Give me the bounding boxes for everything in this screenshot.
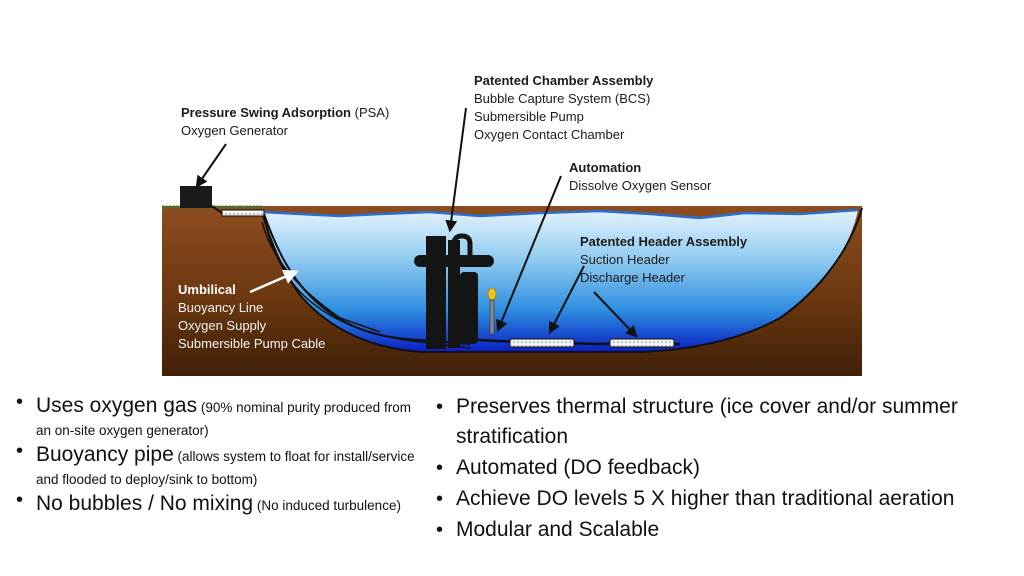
chamber-left-column xyxy=(426,236,446,349)
chamber-title: Patented Chamber Assembly xyxy=(474,73,654,88)
arrow-discharge-header xyxy=(593,291,638,338)
bullet-no-bubbles: No bubbles / No mixing (No induced turbu… xyxy=(16,490,416,518)
chamber-line2: Submersible Pump xyxy=(474,109,584,124)
left-bullet-list: Uses oxygen gas (90% nominal purity prod… xyxy=(16,392,416,518)
bullet-do-levels: Achieve DO levels 5 X higher than tradit… xyxy=(436,484,996,514)
do-sensor-stem xyxy=(489,299,495,335)
arrow-umbilical xyxy=(249,269,299,294)
umbilical-line2: Oxygen Supply xyxy=(178,318,267,333)
bullet-modular: Modular and Scalable xyxy=(436,515,996,545)
automation-label: Automation Dissolve Oxygen Sensor xyxy=(569,159,711,195)
umbilical-label: Umbilical Buoyancy Line Oxygen Supply Su… xyxy=(178,281,325,353)
right-bullet-list: Preserves thermal structure (ice cover a… xyxy=(436,392,996,546)
bullet-main: No bubbles / No mixing xyxy=(36,492,254,515)
psa-line1: Oxygen Generator xyxy=(181,123,288,138)
automation-title: Automation xyxy=(569,160,642,175)
lake-water xyxy=(262,210,858,352)
bullet-buoyancy-pipe: Buoyancy pipe (allows system to float fo… xyxy=(16,441,416,490)
bullet-note: (No induced turbulence) xyxy=(253,498,401,513)
bullet-main: Buoyancy pipe xyxy=(36,443,174,466)
bullet-thermal-structure: Preserves thermal structure (ice cover a… xyxy=(436,392,996,452)
chamber-mid-column xyxy=(448,240,460,348)
lake-oxygenation-diagram xyxy=(162,107,863,376)
header-title: Patented Header Assembly xyxy=(580,234,748,249)
chamber-line1: Bubble Capture System (BCS) xyxy=(474,91,651,106)
bullet-note: (90% nominal purity produced from an on-… xyxy=(36,400,411,438)
discharge-header xyxy=(609,338,675,348)
arrow-suction-header xyxy=(548,265,585,335)
chamber-pipe-hook xyxy=(451,233,473,264)
arrow-automation xyxy=(496,175,562,333)
chamber-label: Patented Chamber Assembly Bubble Capture… xyxy=(474,72,653,144)
arrow-chamber xyxy=(445,107,467,233)
arrow-psa xyxy=(195,143,227,188)
bullet-automated: Automated (DO feedback) xyxy=(436,453,996,483)
psa-title: Pressure Swing Adsorption xyxy=(181,105,351,120)
psa-label: Pressure Swing Adsorption (PSA) Oxygen G… xyxy=(181,104,389,140)
automation-line1: Dissolve Oxygen Sensor xyxy=(569,178,712,193)
shore-pipe xyxy=(221,209,265,217)
umbilical-line-top xyxy=(211,205,223,214)
header-line2: Discharge Header xyxy=(580,270,685,285)
suction-header xyxy=(509,338,575,348)
psa-suffix: (PSA) xyxy=(351,105,390,120)
umbilical-line-inner xyxy=(263,215,471,349)
bullet-main: Uses oxygen gas xyxy=(36,394,198,417)
chamber-line3: Oxygen Contact Chamber xyxy=(474,127,625,142)
header-line1: Suction Header xyxy=(580,252,670,267)
psa-generator-box xyxy=(180,186,212,208)
header-label: Patented Header Assembly Suction Header … xyxy=(580,233,747,287)
submersible-pump xyxy=(460,272,478,344)
bullet-note: (allows system to float for install/serv… xyxy=(36,449,415,487)
umbilical-line1: Buoyancy Line xyxy=(178,300,264,315)
bullet-oxygen-gas: Uses oxygen gas (90% nominal purity prod… xyxy=(16,392,416,441)
do-sensor-bulb xyxy=(487,287,497,301)
umbilical-line3: Submersible Pump Cable xyxy=(178,336,326,351)
umbilical-title: Umbilical xyxy=(178,282,236,297)
water-surface-line xyxy=(261,208,859,220)
